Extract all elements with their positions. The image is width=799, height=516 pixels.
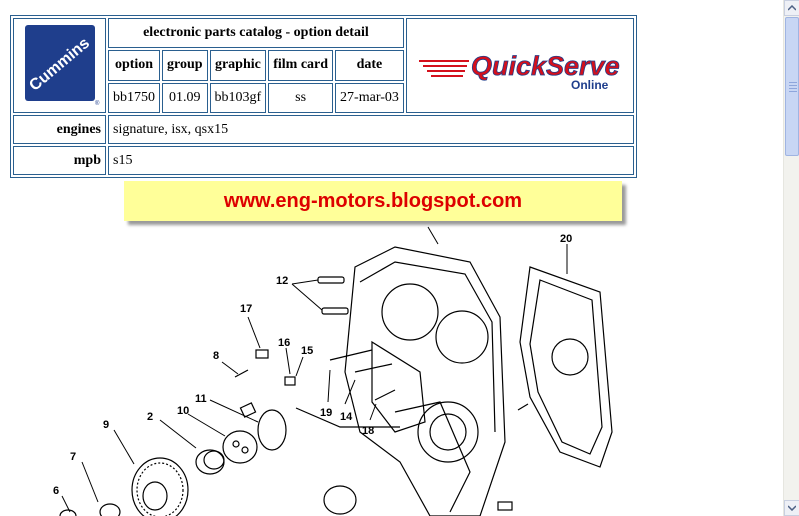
website-banner[interactable]: www.eng-motors.blogspot.com [124, 181, 622, 221]
callout-9: 9 [103, 419, 109, 431]
column-header-film-card: film card [268, 50, 334, 81]
callout-19: 19 [320, 407, 332, 419]
callout-10: 10 [177, 405, 189, 417]
callout-14: 14 [340, 411, 353, 423]
column-header-graphic: graphic [209, 50, 267, 81]
callout-2: 2 [147, 411, 153, 423]
callout-15: 15 [301, 345, 313, 357]
callout-7: 7 [70, 451, 76, 463]
column-header-date: date [335, 50, 404, 81]
parts-exploded-diagram: 20 12 17 16 15 8 19 14 11 10 2 18 9 7 6 [53, 226, 613, 516]
cummins-logo: Cummins ® [13, 18, 106, 113]
svg-text:QuickServe: QuickServe [471, 51, 620, 81]
page-content: Cummins ® electronic parts catalog - opt… [10, 15, 637, 516]
callout-6: 6 [53, 485, 59, 497]
graphic-value: bb103gf [209, 82, 267, 113]
date-value: 27-mar-03 [335, 82, 404, 113]
film-card-value: ss [268, 82, 334, 113]
vertical-scrollbar[interactable] [783, 0, 799, 516]
scroll-thumb[interactable] [785, 17, 799, 156]
arrow-up-icon [788, 5, 796, 11]
scroll-down-button[interactable] [784, 500, 799, 516]
svg-text:®: ® [95, 100, 100, 107]
callout-11: 11 [195, 393, 207, 405]
svg-text:Online: Online [571, 78, 609, 92]
option-detail-table: Cummins ® electronic parts catalog - opt… [10, 15, 637, 178]
mpb-value: s15 [108, 146, 634, 175]
callout-20: 20 [560, 233, 572, 245]
scroll-up-button[interactable] [784, 0, 799, 16]
group-value: 01.09 [162, 82, 208, 113]
column-header-option: option [108, 50, 160, 81]
callout-18: 18 [362, 425, 374, 437]
callout-8: 8 [213, 350, 219, 362]
callout-12: 12 [276, 275, 288, 287]
engines-value: signature, isx, qsx15 [108, 115, 634, 144]
arrow-down-icon [788, 505, 796, 511]
callout-16: 16 [278, 337, 290, 349]
page-title: electronic parts catalog - option detail [108, 18, 404, 49]
callout-17: 17 [240, 303, 252, 315]
quickserve-logo: QuickServe Online [405, 18, 634, 113]
mpb-label: mpb [13, 146, 106, 175]
column-header-group: group [162, 50, 208, 81]
engines-label: engines [13, 115, 106, 144]
option-value: bb1750 [108, 82, 160, 113]
